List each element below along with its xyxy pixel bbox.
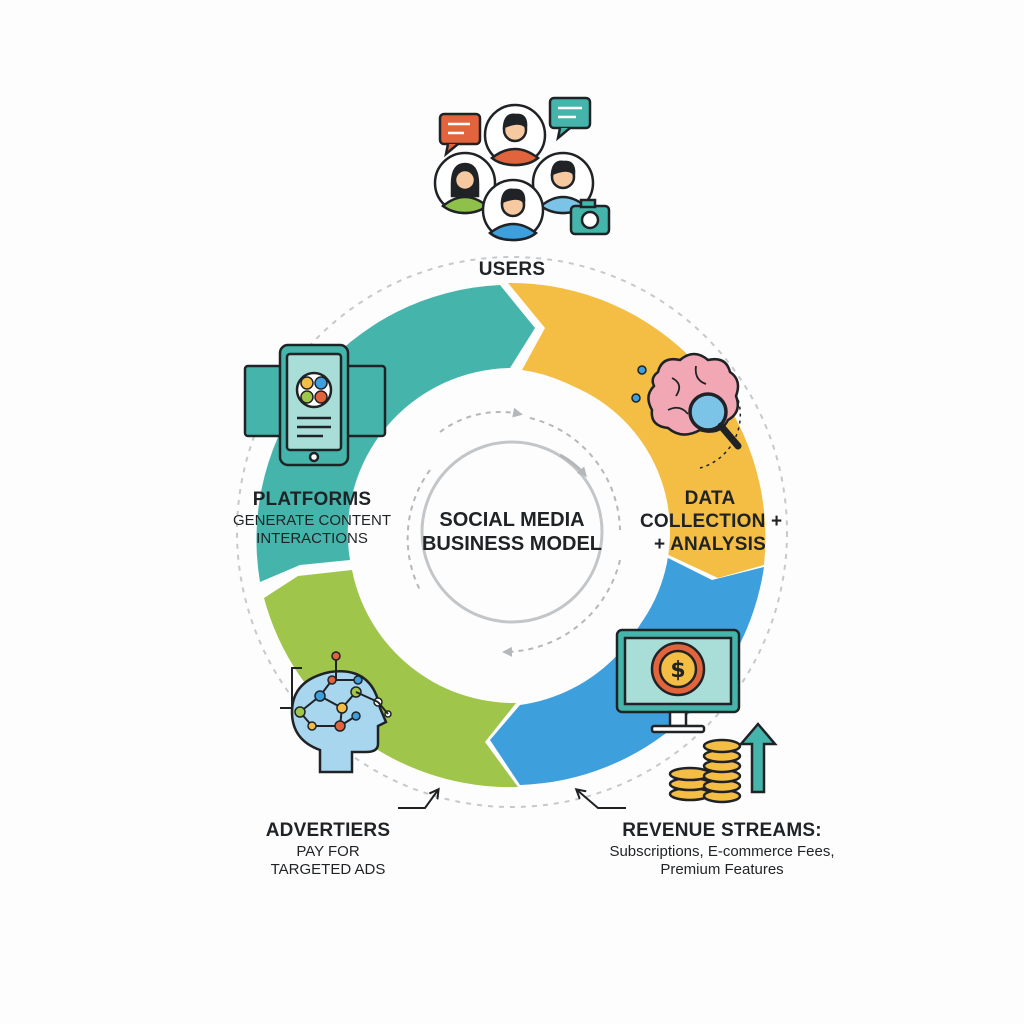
users-group-icon [433, 96, 611, 242]
chat-bubble-icon [548, 96, 592, 142]
advertisers-arrow [398, 790, 438, 809]
coins-icon [668, 738, 742, 804]
platforms-line1: GENERATE CONTENT [232, 511, 392, 529]
center-label: SOCIAL MEDIA BUSINESS MODEL [412, 508, 612, 556]
center-title-line2: BUSINESS MODEL [421, 533, 603, 555]
arrow-up-icon [738, 722, 778, 794]
revenue-line1: Subscriptions, E-commerce Fees, [609, 842, 835, 860]
users-title: USERS [478, 259, 546, 280]
inner-arrow-bottom [502, 559, 621, 657]
center-ring [420, 440, 604, 624]
advertisers-label: ADVERTIERS PAY FOR TARGETED ADS [238, 820, 418, 879]
platforms-label: PLATFORMS GENERATE CONTENT INTERACTIONS [222, 489, 402, 548]
chat-bubble-icon [438, 112, 482, 158]
revenue-arrow [577, 790, 626, 809]
advertisers-line1: PAY FOR [296, 842, 360, 860]
segment-advertisers [264, 570, 518, 788]
smartphone-icon [243, 343, 387, 467]
segment-data [508, 282, 766, 578]
revenue-title: REVENUE STREAMS: [622, 820, 822, 841]
data-label: DATA COLLECTION + + ANALYSIS [640, 488, 783, 556]
revenue-line2: Premium Features [660, 860, 784, 878]
platforms-line2: INTERACTIONS [256, 529, 368, 547]
svg-text:$: $ [670, 658, 685, 683]
segment-platforms [256, 285, 535, 582]
users-label: USERS [462, 259, 562, 282]
outer-dashed-ring [236, 256, 788, 808]
data-title-line1: DATA [684, 488, 736, 509]
ai-head-network-icon [280, 651, 392, 774]
advertisers-line2: TARGETED ADS [270, 860, 386, 878]
inner-arrow-top [439, 407, 523, 433]
revenue-label: REVENUE STREAMS: Subscriptions, E-commer… [572, 820, 872, 879]
camera-icon [569, 198, 611, 236]
data-title-line2: COLLECTION + [640, 510, 783, 532]
advertisers-title: ADVERTIERS [265, 820, 391, 841]
inner-arrow-left [406, 469, 431, 591]
platforms-title: PLATFORMS [252, 489, 372, 510]
data-title-line3: + ANALYSIS [654, 533, 766, 555]
inner-arrow-right [529, 417, 621, 531]
center-title-line1: SOCIAL MEDIA [439, 509, 585, 531]
monitor-dollar-icon: $ [615, 628, 741, 734]
brain-magnifier-icon [631, 352, 742, 469]
